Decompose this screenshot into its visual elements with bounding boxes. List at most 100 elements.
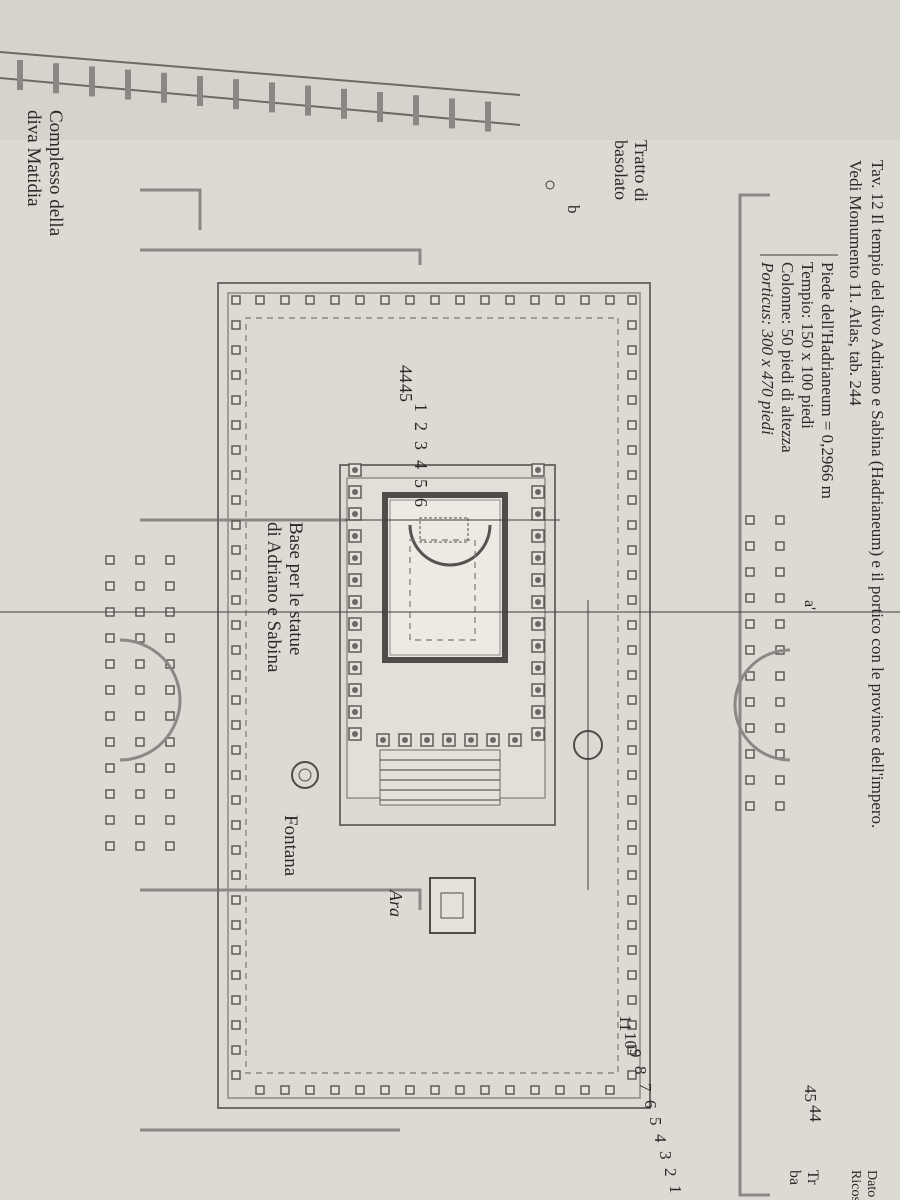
column-number: 8 [631, 1066, 650, 1075]
colonnade-column [745, 671, 755, 681]
column-number: 45 [396, 384, 416, 402]
porticus-column [280, 1085, 290, 1095]
colonnade-column [135, 841, 145, 851]
porticus-column [231, 745, 241, 755]
porticus-column [330, 1085, 340, 1095]
porticus-column [380, 295, 390, 305]
temple-column-core [535, 643, 541, 649]
colonnade-column [105, 581, 115, 591]
colonnade-column [105, 841, 115, 851]
legend-1: Dato arch [864, 1170, 879, 1200]
porticus-column [231, 695, 241, 705]
porticus-column [505, 1085, 515, 1095]
label-ara: Ara [386, 889, 406, 917]
edge-label-2: ba [786, 1170, 803, 1185]
legend-2: Ricostru [848, 1170, 863, 1200]
porticus-column [231, 570, 241, 580]
column-number: 7 [636, 1083, 655, 1092]
column-number: 44 [806, 1105, 825, 1123]
porticus-column [480, 1085, 490, 1095]
colonnade-column [105, 737, 115, 747]
temple-column-core [446, 737, 452, 743]
porticus-enclosure [105, 282, 785, 1109]
porticus-column [627, 320, 637, 330]
column-number: 5 [411, 479, 431, 488]
colonnade-column [105, 711, 115, 721]
colonnade-column [745, 541, 755, 551]
ruler-line [0, 51, 521, 96]
porticus-column [231, 645, 241, 655]
colonnade-column [165, 763, 175, 773]
edge-label-1: Tr [804, 1170, 821, 1185]
marker-a: a' [801, 600, 818, 610]
temple-column-core [535, 533, 541, 539]
colonnade-column [165, 711, 175, 721]
label-base-1: Base per le statue [285, 522, 306, 655]
porticus-column [627, 720, 637, 730]
porticus-column [580, 1085, 590, 1095]
column-number: 9 [626, 1049, 645, 1058]
temple-column-core [352, 467, 358, 473]
colonnade-column [775, 515, 785, 525]
colonnade-column [165, 737, 175, 747]
colonnade-column [135, 711, 145, 721]
porticus-column [530, 1085, 540, 1095]
temple-column-core [535, 621, 541, 627]
colonnade-column [745, 697, 755, 707]
temple-column-core [352, 665, 358, 671]
colonnade-column [165, 633, 175, 643]
colonnade-column [775, 749, 785, 759]
colonnade-column [135, 815, 145, 825]
porticus-column [627, 545, 637, 555]
colonnade-column [165, 789, 175, 799]
porticus-column [627, 670, 637, 680]
colonnade-column [775, 541, 785, 551]
porticus-column [231, 770, 241, 780]
porticus-column [231, 345, 241, 355]
info-block: Piede dell'Hadrianeum = 0,2966 m Tempio:… [758, 254, 838, 499]
porticus-column [231, 795, 241, 805]
colonnade-column [745, 645, 755, 655]
colonnade-column [745, 775, 755, 785]
porticus-column [231, 870, 241, 880]
colonnade-column [775, 593, 785, 603]
porticus-column [627, 820, 637, 830]
porticus-column [430, 1085, 440, 1095]
porticus-column [480, 295, 490, 305]
porticus-column [405, 1085, 415, 1095]
porticus-column [555, 295, 565, 305]
porticus-column [231, 395, 241, 405]
porticus-column [627, 870, 637, 880]
ruler-column [377, 92, 383, 122]
info-porticus: Porticus: 300 x 470 piedi [758, 261, 777, 435]
colonnade-column [745, 619, 755, 629]
porticus-column [555, 1085, 565, 1095]
ruler-column [233, 79, 239, 110]
porticus-column [505, 295, 515, 305]
column-number: 4 [411, 460, 431, 469]
label-fontana: Fontana [280, 815, 301, 877]
colonnade-column [135, 659, 145, 669]
ruler-column [305, 85, 311, 116]
porticus-column [605, 1085, 615, 1095]
porticus-column [627, 745, 637, 755]
porticus-column [305, 1085, 315, 1095]
ruler-column [89, 66, 95, 97]
ruler-column [485, 101, 491, 132]
porticus-column [231, 620, 241, 630]
colonnade-column [135, 789, 145, 799]
porticus-column [231, 420, 241, 430]
porticus-column [231, 945, 241, 955]
column-number: 1 [666, 1185, 685, 1194]
colonnade-column [775, 801, 785, 811]
temple-column-core [535, 555, 541, 561]
exedra-right [733, 648, 791, 762]
porticus-column [627, 1020, 637, 1030]
label-tratto-2: basolato [611, 140, 631, 200]
porticus-column [627, 345, 637, 355]
porticus-column [627, 920, 637, 930]
temple-column-core [352, 599, 358, 605]
porticus-column [627, 495, 637, 505]
porticus-column [627, 520, 637, 530]
porticus-column [627, 370, 637, 380]
